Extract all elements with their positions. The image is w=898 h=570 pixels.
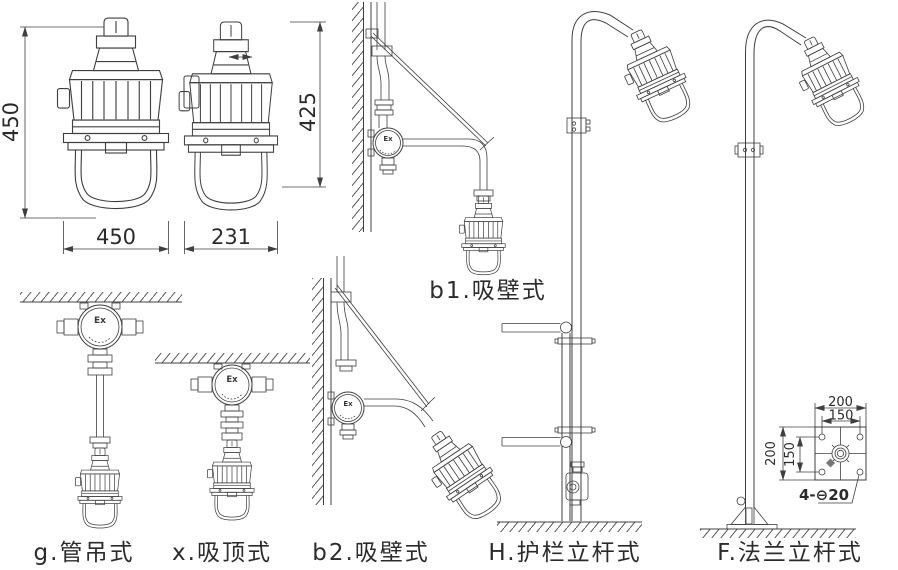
pole-gooseneck	[571, 11, 634, 521]
ex-mark: Ex	[383, 135, 393, 143]
dim-front-height: 450	[0, 26, 104, 219]
figure-front-view: 450 450	[0, 17, 170, 254]
dim-label: 150	[829, 409, 854, 424]
figure-b1-wall-mount: Ex b1.吸壁式	[352, 2, 547, 304]
dim-flange-width-holes: 150	[821, 409, 861, 434]
ex-mark: Ex	[94, 316, 106, 326]
base-junction-box	[565, 461, 589, 506]
dim-label-side-width: 231	[211, 225, 251, 249]
brace-rod	[365, 28, 495, 151]
dim-flange-height-outer: 200	[764, 426, 815, 481]
pole-gooseneck	[745, 19, 807, 508]
wall-hatch	[312, 278, 324, 505]
guardrail	[501, 321, 572, 521]
ex-mark: Ex	[343, 400, 353, 408]
wall-hatch	[352, 2, 364, 232]
figure-g-pipe-pendant: Ex g.管吊式	[20, 292, 182, 566]
caption-b2: b2.吸壁式	[312, 540, 430, 566]
dim-label: 150	[783, 442, 798, 467]
flange-base	[726, 496, 778, 530]
lamp-arm	[364, 398, 434, 428]
holes-callout-label: 4-⊖20	[799, 486, 849, 504]
mount-hook-box	[183, 75, 200, 109]
lamp-arm	[403, 138, 494, 202]
pole-clamps	[554, 337, 596, 434]
lamp-drawing	[75, 447, 123, 529]
dim-side-height: 425	[282, 21, 326, 188]
dim-label: 200	[764, 441, 779, 466]
lamp-side-drawing	[178, 21, 279, 211]
caption-x: x.吸顶式	[172, 540, 272, 566]
flange-hole-detail: 200 150 200 150 4-⊖20	[764, 395, 867, 504]
supply-pipe	[330, 256, 357, 372]
dim-front-width: 450	[63, 221, 169, 254]
lamp-drawing	[207, 439, 255, 521]
dim-side-width: 231	[184, 221, 278, 254]
lamp-drawing	[609, 20, 701, 132]
caption-f: F.法兰立杆式	[717, 540, 863, 566]
dim-flange-width-outer: 200	[814, 395, 867, 427]
ex-mark: Ex	[226, 375, 238, 385]
dim-label-front-height: 450	[0, 102, 23, 142]
ground-hatch	[700, 529, 856, 538]
supply-pipe	[371, 2, 394, 128]
junction-box	[56, 302, 144, 376]
brace-rod	[334, 284, 436, 412]
lamp-drawing	[783, 27, 875, 135]
pole-coupling	[734, 142, 764, 158]
dim-label-front-width: 450	[96, 225, 136, 249]
holes-callout: 4-⊖20	[799, 474, 860, 504]
lamp-drawing	[459, 195, 506, 276]
junction-box	[327, 391, 365, 440]
pendant-pipe	[89, 375, 111, 449]
figure-h-guardrail-pole: H.护栏立杆式	[488, 11, 701, 566]
flange-plate	[814, 426, 867, 481]
dim-flange-height-holes: 150	[783, 436, 819, 473]
caption-g: g.管吊式	[34, 540, 135, 566]
figure-x-ceiling-mount: Ex x.吸顶式	[155, 353, 310, 566]
junction-box	[367, 127, 404, 175]
figure-f-flange-pole: F.法兰立杆式	[700, 19, 875, 566]
pole-bracket	[566, 117, 591, 134]
lamp-drawing	[411, 418, 512, 530]
caption-h: H.护栏立杆式	[488, 540, 641, 566]
caption-b1: b1.吸壁式	[429, 278, 547, 304]
lamp-front-drawing	[56, 17, 170, 210]
dim-label-side-height: 425	[296, 92, 320, 132]
ceiling-hatch	[155, 353, 310, 363]
dim-label: 200	[828, 395, 853, 410]
figure-side-view: 425 231	[178, 21, 326, 254]
ground-hatch	[497, 522, 642, 532]
figure-b2-wall-mount: Ex b2.吸壁式	[312, 256, 512, 566]
ceiling-hatch	[20, 292, 182, 302]
